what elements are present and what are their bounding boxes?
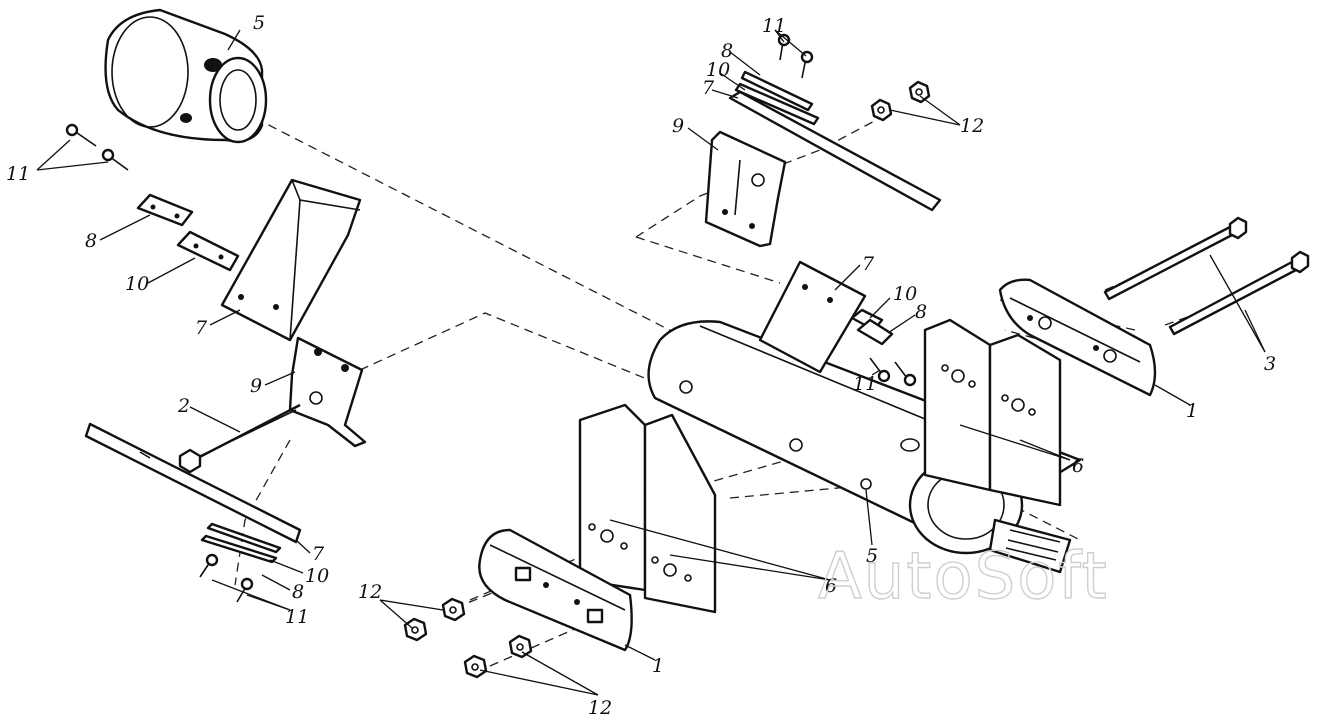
side-plates-part-6-rear [923,318,1062,507]
leader-lines [36,29,1266,696]
bracket-part-9-right [704,130,787,248]
callout-5-housing: 5 [253,12,265,34]
bolts-part-11-right [777,33,814,79]
nuts-part-12-upper [870,80,931,122]
callout-9-left: 9 [250,375,262,397]
callout-6-front: 6 [825,575,837,597]
cylindrical-housing-part-5 [104,8,268,144]
callout-1-rear: 1 [1186,400,1198,422]
callout-7-upper: 7 [702,77,715,99]
callout-8-left: 8 [85,230,97,252]
callout-10-lower: 10 [305,565,329,587]
callout-6-rear: 6 [1072,455,1084,477]
callout-10-upper: 10 [706,59,730,81]
callout-8-lower: 8 [292,581,304,603]
callout-10-left: 10 [125,273,149,295]
clamp-part-1-front [478,528,633,652]
angled-plate-part-7-left [220,178,362,342]
callout-8-center: 8 [915,301,927,323]
callout-11-upper: 11 [762,15,786,37]
callout-11-left: 11 [6,163,30,185]
callout-labels: 5 11 8 10 7 9 2 7 10 8 11 12 12 1 6 5 6 … [6,12,1276,719]
long-bar-part-7-upper [728,70,942,212]
side-plates-part-6-front [578,403,717,614]
callout-2: 2 [177,395,190,417]
bracket-part-9-left [288,336,367,448]
long-bar-part-7-lower [84,422,302,544]
callout-1-front: 1 [652,655,664,677]
callout-3: 3 [1264,353,1276,375]
callout-10-center: 10 [893,283,917,305]
long-bolts-part-3 [1103,216,1310,336]
bolts-part-11-left [65,123,129,171]
shim-plates-left [136,193,240,272]
callout-7-lower: 7 [312,543,325,565]
callout-12-upper: 12 [960,115,984,137]
callout-9-right: 9 [672,115,684,137]
callout-12-lower-left: 12 [358,581,382,603]
callout-7-right: 7 [862,253,875,275]
angled-plate-part-7-right [758,260,867,374]
callout-8-upper: 8 [721,40,733,62]
callout-7-left: 7 [195,317,208,339]
callout-11-center: 11 [853,373,877,395]
nuts-part-12-lower [403,597,533,679]
shims-bolts-lower-left [199,522,282,603]
callout-11-lower: 11 [285,606,309,628]
clamp-part-1-rear [998,278,1157,397]
callout-12-lower: 12 [588,697,612,719]
autosoft-watermark: AutoSoft [818,540,1109,614]
bolt-part-2 [178,403,301,474]
shims-bolts-center [850,308,917,387]
callout-5-tube: 5 [866,545,878,567]
